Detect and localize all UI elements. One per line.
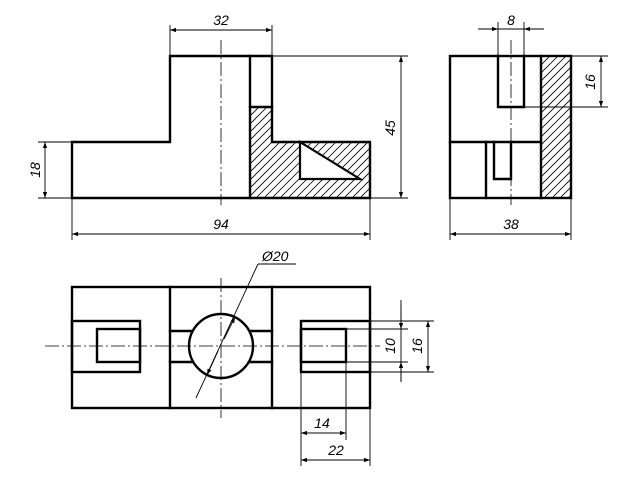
- hatch-line: [541, 74, 571, 106]
- hatch-line: [541, 56, 543, 58]
- hatch-line: [541, 56, 567, 82]
- hatch-line: [301, 107, 370, 198]
- side-hatch: [390, 50, 571, 200]
- hatch-line: [250, 107, 251, 198]
- dim-dia-arrow-2: [223, 316, 236, 340]
- dim-10-text: 10: [382, 338, 398, 354]
- hatch-line: [541, 58, 571, 90]
- dim-14-text: 14: [314, 415, 330, 431]
- hatch-line: [390, 50, 540, 200]
- hatch-line: [277, 107, 370, 198]
- hatch-line: [250, 107, 299, 198]
- top-left-slot-inner: [95, 327, 142, 364]
- hatch-line: [541, 82, 571, 114]
- dim-side16-text: 16: [582, 74, 598, 90]
- side-outline: [448, 54, 573, 200]
- hatch-line: [250, 107, 347, 198]
- dim-22-text: 22: [327, 442, 344, 458]
- hatch-line: [541, 106, 571, 138]
- top-view: Ø20 10 16 14 22: [45, 248, 434, 466]
- hatch-line: [317, 107, 370, 198]
- dim-45-text: 45: [382, 120, 398, 136]
- side-view: 8 16 38: [390, 12, 608, 240]
- hatch-line: [541, 66, 571, 98]
- dim-8-text: 8: [507, 12, 515, 28]
- top-right-slot-inner: [299, 327, 348, 364]
- dim-38-text: 38: [503, 216, 519, 232]
- hatch-line: [250, 107, 291, 198]
- dim-dia-text: Ø20: [261, 248, 289, 264]
- hatch-line: [541, 90, 571, 122]
- dim-32-text: 32: [213, 12, 229, 28]
- hatch-line: [250, 107, 339, 198]
- front-triangle-opening: [298, 140, 364, 181]
- hatch-line: [250, 107, 275, 198]
- hatch-line: [309, 107, 370, 198]
- hatch-line: [250, 107, 259, 198]
- hatch-line: [551, 178, 571, 198]
- hatch-line: [541, 154, 571, 186]
- dim-94-text: 94: [213, 216, 229, 232]
- hatch-line: [293, 107, 370, 198]
- hatch-line: [541, 162, 571, 194]
- hatch-line: [269, 107, 370, 198]
- dim-top16-text: 16: [409, 338, 425, 354]
- hatch-line: [541, 138, 571, 170]
- hatch-line: [341, 107, 370, 198]
- dim-dia-arrow-1: [206, 350, 219, 376]
- hatch-line: [541, 122, 571, 154]
- hatch-line: [541, 98, 571, 130]
- hatch-line: [567, 194, 571, 198]
- hatch-line: [250, 107, 283, 198]
- hatch-line: [357, 107, 370, 198]
- front-view: 32 45 18 94: [27, 12, 408, 240]
- hatch-line: [541, 56, 551, 66]
- dim-18-text: 18: [27, 162, 43, 178]
- hatch-line: [349, 107, 370, 198]
- side-inner-step: [492, 140, 513, 181]
- hatch-line: [325, 107, 370, 198]
- hatch-line: [333, 107, 370, 198]
- dim-dia-leader: [195, 263, 259, 399]
- hatch-line: [541, 146, 571, 178]
- hatch-line: [541, 114, 571, 146]
- hatch-line: [543, 170, 571, 198]
